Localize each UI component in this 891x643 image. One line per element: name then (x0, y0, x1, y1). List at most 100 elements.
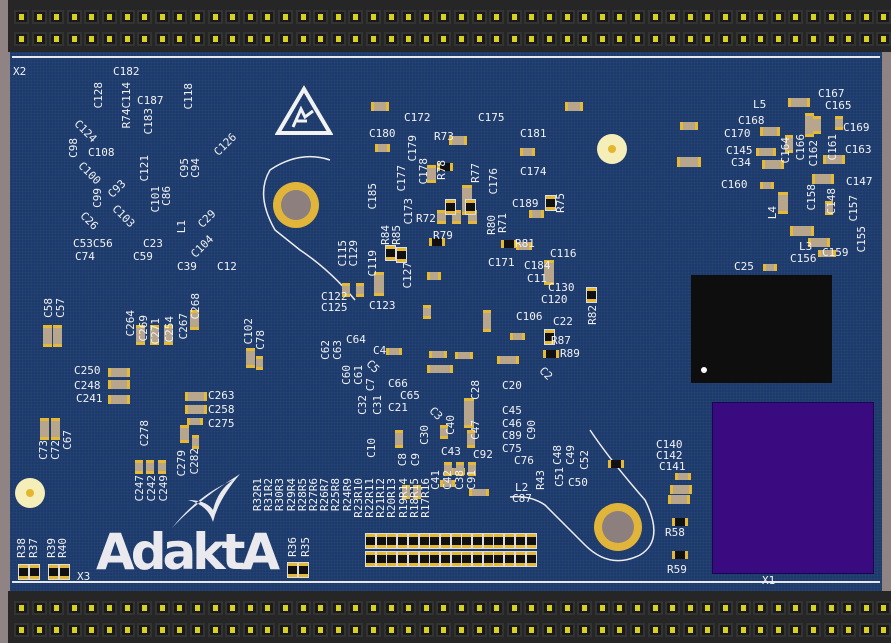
silkscreen-designator: C176 (487, 168, 500, 195)
silkscreen-designator: R37 (27, 538, 40, 558)
header-pin (806, 623, 821, 637)
smd-capacitor (483, 310, 491, 332)
smd-capacitor (135, 460, 143, 474)
connector-label-x2: X2 (13, 65, 27, 78)
smd-resistor (287, 562, 298, 578)
header-pin (154, 10, 170, 24)
header-pin (313, 601, 329, 615)
silkscreen-designator: C175 (478, 111, 505, 124)
header-pin (489, 601, 505, 615)
header-pin (630, 601, 645, 615)
header-pin (823, 623, 839, 637)
header-pin (735, 32, 751, 46)
header-pin (559, 623, 575, 637)
smd-resistor (48, 564, 59, 580)
silkscreen-designator: R71 (496, 213, 509, 233)
header-pin (31, 32, 47, 46)
silkscreen-designator: C31 (371, 395, 384, 415)
smd-capacitor (529, 210, 544, 218)
header-pin (242, 601, 258, 615)
header-pin (225, 32, 241, 46)
header-pin (770, 10, 786, 24)
header-pin (172, 32, 188, 46)
smd-capacitor (813, 116, 821, 134)
smd-capacitor (108, 395, 130, 404)
header-pin (718, 623, 733, 637)
silkscreen-designator: C264 (124, 310, 137, 337)
header-pin (102, 601, 117, 615)
smd-capacitor (444, 462, 452, 476)
header-pin (260, 601, 276, 615)
silkscreen-designator: C121 (138, 155, 151, 182)
header-pin (260, 10, 276, 24)
smd-capacitor (371, 102, 389, 111)
silkscreen-designator: C168 (738, 114, 765, 127)
smd-capacitor (395, 430, 403, 448)
smd-resistor (672, 551, 688, 559)
silkscreen-designator: C62 (319, 340, 332, 360)
silkscreen-designator: C40 (444, 415, 457, 435)
header-pin (313, 623, 329, 637)
header-pin (383, 601, 399, 615)
silkscreen-designator: R82 (586, 305, 599, 325)
header-pin (489, 32, 505, 46)
smd-capacitor (427, 272, 441, 280)
header-pin (418, 601, 434, 615)
header-pin (665, 32, 681, 46)
header-pin (190, 32, 205, 46)
silkscreen-designator: C28 (469, 380, 482, 400)
header-pin (102, 623, 117, 637)
smd-resistor (461, 551, 473, 567)
smd-resistor (407, 551, 419, 567)
silkscreen-designator: C181 (520, 127, 547, 140)
smd-capacitor (756, 148, 776, 156)
header-pin (295, 10, 311, 24)
silkscreen-designator: R24R9 (340, 478, 354, 512)
header-pin (471, 32, 487, 46)
header-pin (278, 601, 293, 615)
silkscreen-designator: C156 (790, 252, 817, 265)
smd-resistor (439, 551, 451, 567)
silkscreen-designator: C183 (142, 108, 155, 135)
header-pin (753, 601, 769, 615)
silkscreen-designator: C147 (846, 175, 873, 188)
silkscreen-designator: C106 (516, 310, 543, 323)
header-pin (471, 601, 487, 615)
smd-resistor (396, 247, 407, 263)
header-pin (436, 32, 452, 46)
silkscreen-designator: R81 (515, 237, 535, 250)
smd-capacitor (825, 201, 833, 215)
silkscreen-designator: C241 (76, 392, 103, 405)
smd-capacitor (823, 155, 845, 164)
silkscreen-designator: C172 (404, 111, 431, 124)
smd-resistor (59, 564, 70, 580)
silkscreen-designator: C86 (160, 186, 173, 206)
smd-capacitor (180, 425, 189, 443)
smd-capacitor (762, 160, 784, 169)
silkscreen-designator: R58 (665, 526, 685, 539)
smd-resistor (418, 533, 430, 549)
smd-capacitor (778, 192, 788, 214)
silkscreen-designator: C254 (163, 316, 176, 343)
header-pin (559, 10, 575, 24)
header-pin (366, 32, 381, 46)
sd-card-slot (712, 402, 874, 574)
silkscreen-designator: C282 (188, 448, 201, 475)
header-pin (31, 601, 47, 615)
smd-capacitor (468, 462, 476, 476)
smd-capacitor (497, 356, 519, 364)
bottom-header-connector (8, 591, 891, 643)
smd-resistor (544, 329, 555, 345)
header-pin (647, 601, 663, 615)
header-pin (823, 601, 839, 615)
header-pin (770, 601, 786, 615)
silkscreen-designator: C279 (175, 450, 188, 477)
smd-resistor (18, 564, 29, 580)
smd-capacitor (516, 242, 532, 250)
header-pin (313, 10, 329, 24)
smd-capacitor (108, 380, 130, 389)
fiducial-marker (597, 134, 627, 164)
header-pin (31, 10, 47, 24)
header-pin (119, 10, 135, 24)
